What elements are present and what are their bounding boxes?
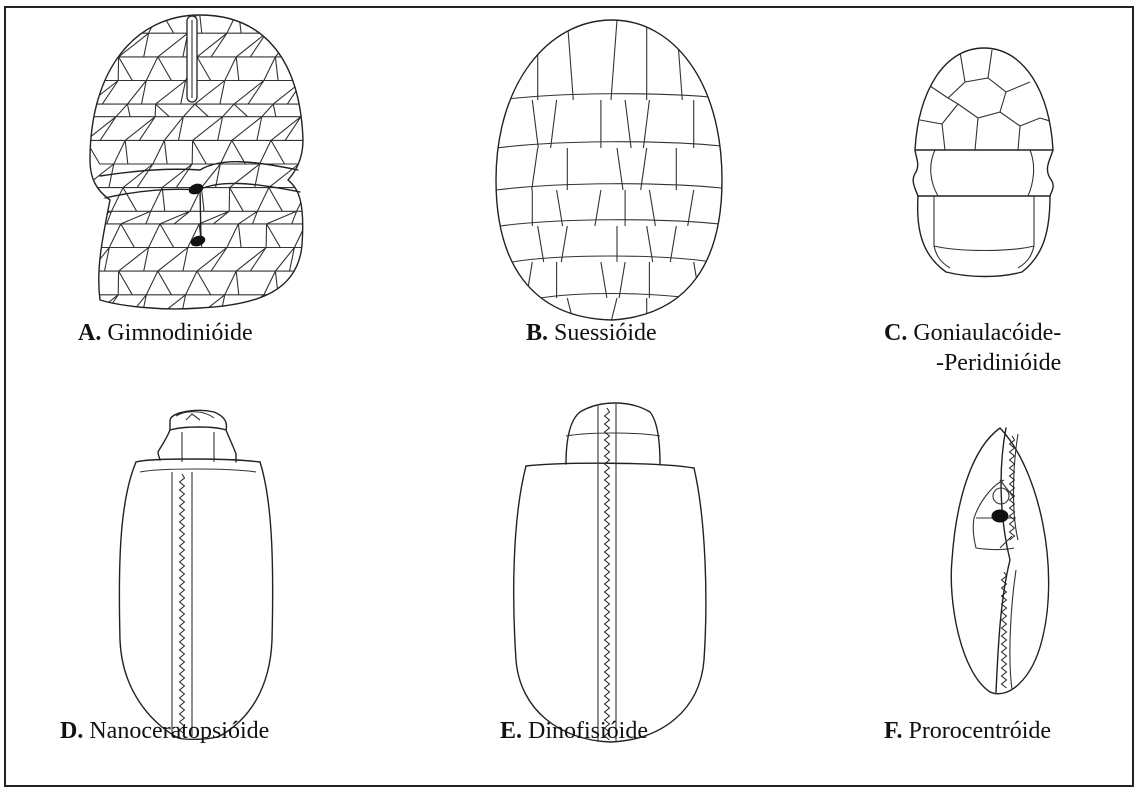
- figure-f-prorocentroid: [951, 428, 1048, 694]
- caption-e: E. Dinofisióide: [500, 716, 648, 746]
- caption-b: B. Suessióide: [526, 318, 657, 348]
- figure-c-gonyaulacoid-peridinioid: [913, 48, 1053, 277]
- caption-a: A. Gimnodinióide: [78, 318, 253, 348]
- figure-e-dinophysioid: [514, 403, 706, 742]
- figure-a-gymnodinioid: [82, 10, 322, 319]
- figure-b-suessioid: [496, 20, 722, 322]
- figure-d-nannoceratopsioid: [119, 410, 272, 739]
- plate-divisions: [526, 20, 699, 322]
- caption-f: F. Prorocentróide: [884, 716, 1051, 746]
- caption-c: C. Goniaulacóide--Peridinióide: [884, 318, 1061, 378]
- plate-mesh: [82, 10, 322, 319]
- caption-d: D. Nanoceratopsióide: [60, 716, 269, 746]
